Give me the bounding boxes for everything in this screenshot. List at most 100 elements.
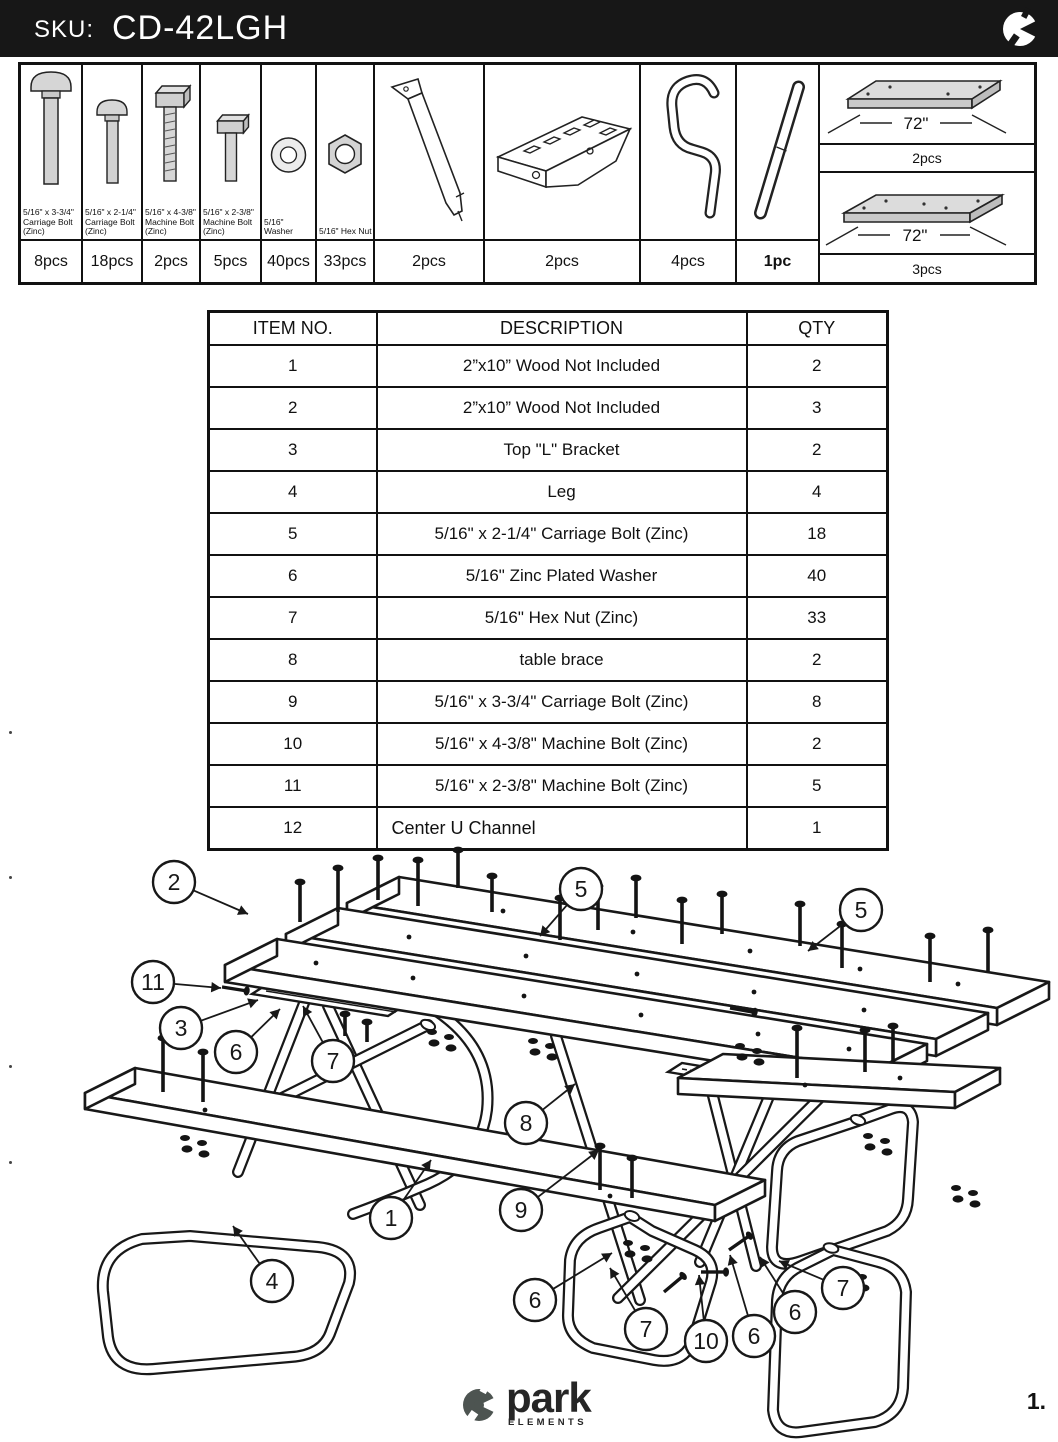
brand-logo-icon	[463, 1381, 498, 1427]
bolt-hole	[955, 981, 961, 987]
machine-bolt	[221, 985, 250, 996]
carriage-bolt	[332, 864, 344, 912]
bolt-hole	[202, 1107, 208, 1113]
part-qty: 18pcs	[83, 239, 141, 282]
washer-nut-stack	[180, 1135, 210, 1158]
strip-cell-hex-nut: 5/16" Hex Nut 33pcs	[317, 65, 375, 282]
callout-6: 6	[512, 1252, 613, 1323]
l-bracket-icon	[495, 116, 633, 189]
right-bench-plank	[676, 1052, 1002, 1110]
callout-7: 7	[778, 1259, 866, 1311]
callout-9: 9	[498, 1149, 600, 1233]
carriage-bolt	[294, 878, 306, 922]
bolt-hole	[897, 1075, 903, 1081]
margin-dot	[9, 876, 12, 879]
carriage-bolt	[924, 932, 936, 982]
item-no: 3	[207, 428, 378, 472]
item-qty: 2	[745, 428, 889, 472]
callout-1: 1	[368, 1159, 432, 1241]
item-description: 2”x10” Wood Not Included	[375, 386, 748, 430]
part-label: 5/16" Washer	[264, 216, 293, 237]
table-header-row: ITEM NO. DESCRIPTION QTY	[207, 310, 889, 346]
callout-number: 11	[141, 969, 165, 995]
item-no: 9	[207, 680, 378, 724]
callout-number: 7	[837, 1275, 850, 1301]
item-no: 4	[207, 470, 378, 514]
bolt-hole	[410, 975, 416, 981]
machine-bolt	[728, 1231, 754, 1252]
item-qty: 18	[745, 512, 889, 556]
machine-bolt-short-icon	[215, 113, 250, 182]
item-qty: 1	[745, 806, 889, 851]
carriage-bolt	[626, 1154, 638, 1198]
item-description: Leg	[375, 470, 748, 514]
item-no: 8	[207, 638, 378, 682]
item-no: 11	[207, 764, 378, 808]
plank-dimension: 72"	[903, 226, 928, 245]
strip-cell-machine-bolt-short: 5/16" x 2-3/8" Machine Bolt (Zinc) 5pcs	[201, 65, 262, 282]
callout-3: 3	[158, 998, 259, 1051]
item-no: 12	[207, 806, 378, 851]
callout-5: 5	[539, 866, 604, 937]
callout-6: 6	[727, 1254, 777, 1359]
u-channel-icon	[753, 80, 805, 220]
item-no: 2	[207, 386, 378, 430]
carriage-bolt	[486, 872, 498, 912]
strip-cell-carriage-bolt-short: 5/16" x 2-1/4" Carriage Bolt (Zinc) 18pc…	[83, 65, 143, 282]
strip-cell-table-brace: 2pcs	[375, 65, 485, 282]
carriage-bolt	[794, 900, 806, 946]
item-qty: 4	[745, 470, 889, 514]
strip-cell-leg: 4pcs	[641, 65, 737, 282]
plank-qty: 2pcs	[820, 145, 1034, 173]
carriage-bolt	[361, 1018, 373, 1042]
sku-value: CD-42LGH	[112, 9, 289, 47]
washer-nut-stack	[735, 1043, 765, 1066]
callout-5: 5	[807, 887, 884, 952]
part-qty: 33pcs	[317, 239, 373, 282]
plank-dimension: 72"	[904, 114, 929, 133]
item-qty: 3	[745, 386, 889, 430]
carriage-bolt-long-icon	[30, 71, 72, 185]
callout-number: 4	[266, 1268, 279, 1294]
strip-cell-carriage-bolt-long: 5/16" x 3-3/4" Carriage Bolt (Zinc) 8pcs	[21, 65, 83, 282]
tabletop-plank-front	[223, 937, 929, 1089]
bolt-hole	[406, 934, 412, 940]
item-description: Center U Channel	[375, 806, 748, 851]
hardware-fasteners	[157, 846, 994, 1294]
callout-11: 11	[130, 959, 222, 1005]
item-description: 5/16" x 2-3/8" Machine Bolt (Zinc)	[375, 764, 748, 808]
col-header-description: DESCRIPTION	[375, 310, 748, 346]
callout-number: 8	[520, 1110, 533, 1136]
washer-nut-stack	[427, 1029, 457, 1052]
callout-number: 6	[789, 1299, 802, 1325]
carriage-bolt	[412, 856, 424, 906]
bolt-hole	[802, 1082, 808, 1088]
part-qty: 2pcs	[485, 239, 639, 282]
item-no: 1	[207, 344, 378, 388]
item-qty: 5	[745, 764, 889, 808]
bolt-hole	[857, 966, 863, 972]
strip-cell-l-bracket: 2pcs	[485, 65, 641, 282]
brand-logo-icon	[1003, 7, 1038, 48]
bolt-hole	[607, 1193, 613, 1199]
margin-dot	[9, 731, 12, 734]
washer-icon	[270, 137, 306, 173]
item-no: 10	[207, 722, 378, 766]
carriage-bolt	[372, 854, 384, 900]
callout-2: 2	[151, 859, 249, 915]
carriage-bolt	[791, 1024, 803, 1078]
callout-number: 2	[168, 869, 181, 895]
bolt-hole	[634, 971, 640, 977]
item-description: Top "L" Bracket	[375, 428, 748, 472]
callout-number: 6	[748, 1323, 761, 1349]
part-qty: 4pcs	[641, 239, 735, 282]
